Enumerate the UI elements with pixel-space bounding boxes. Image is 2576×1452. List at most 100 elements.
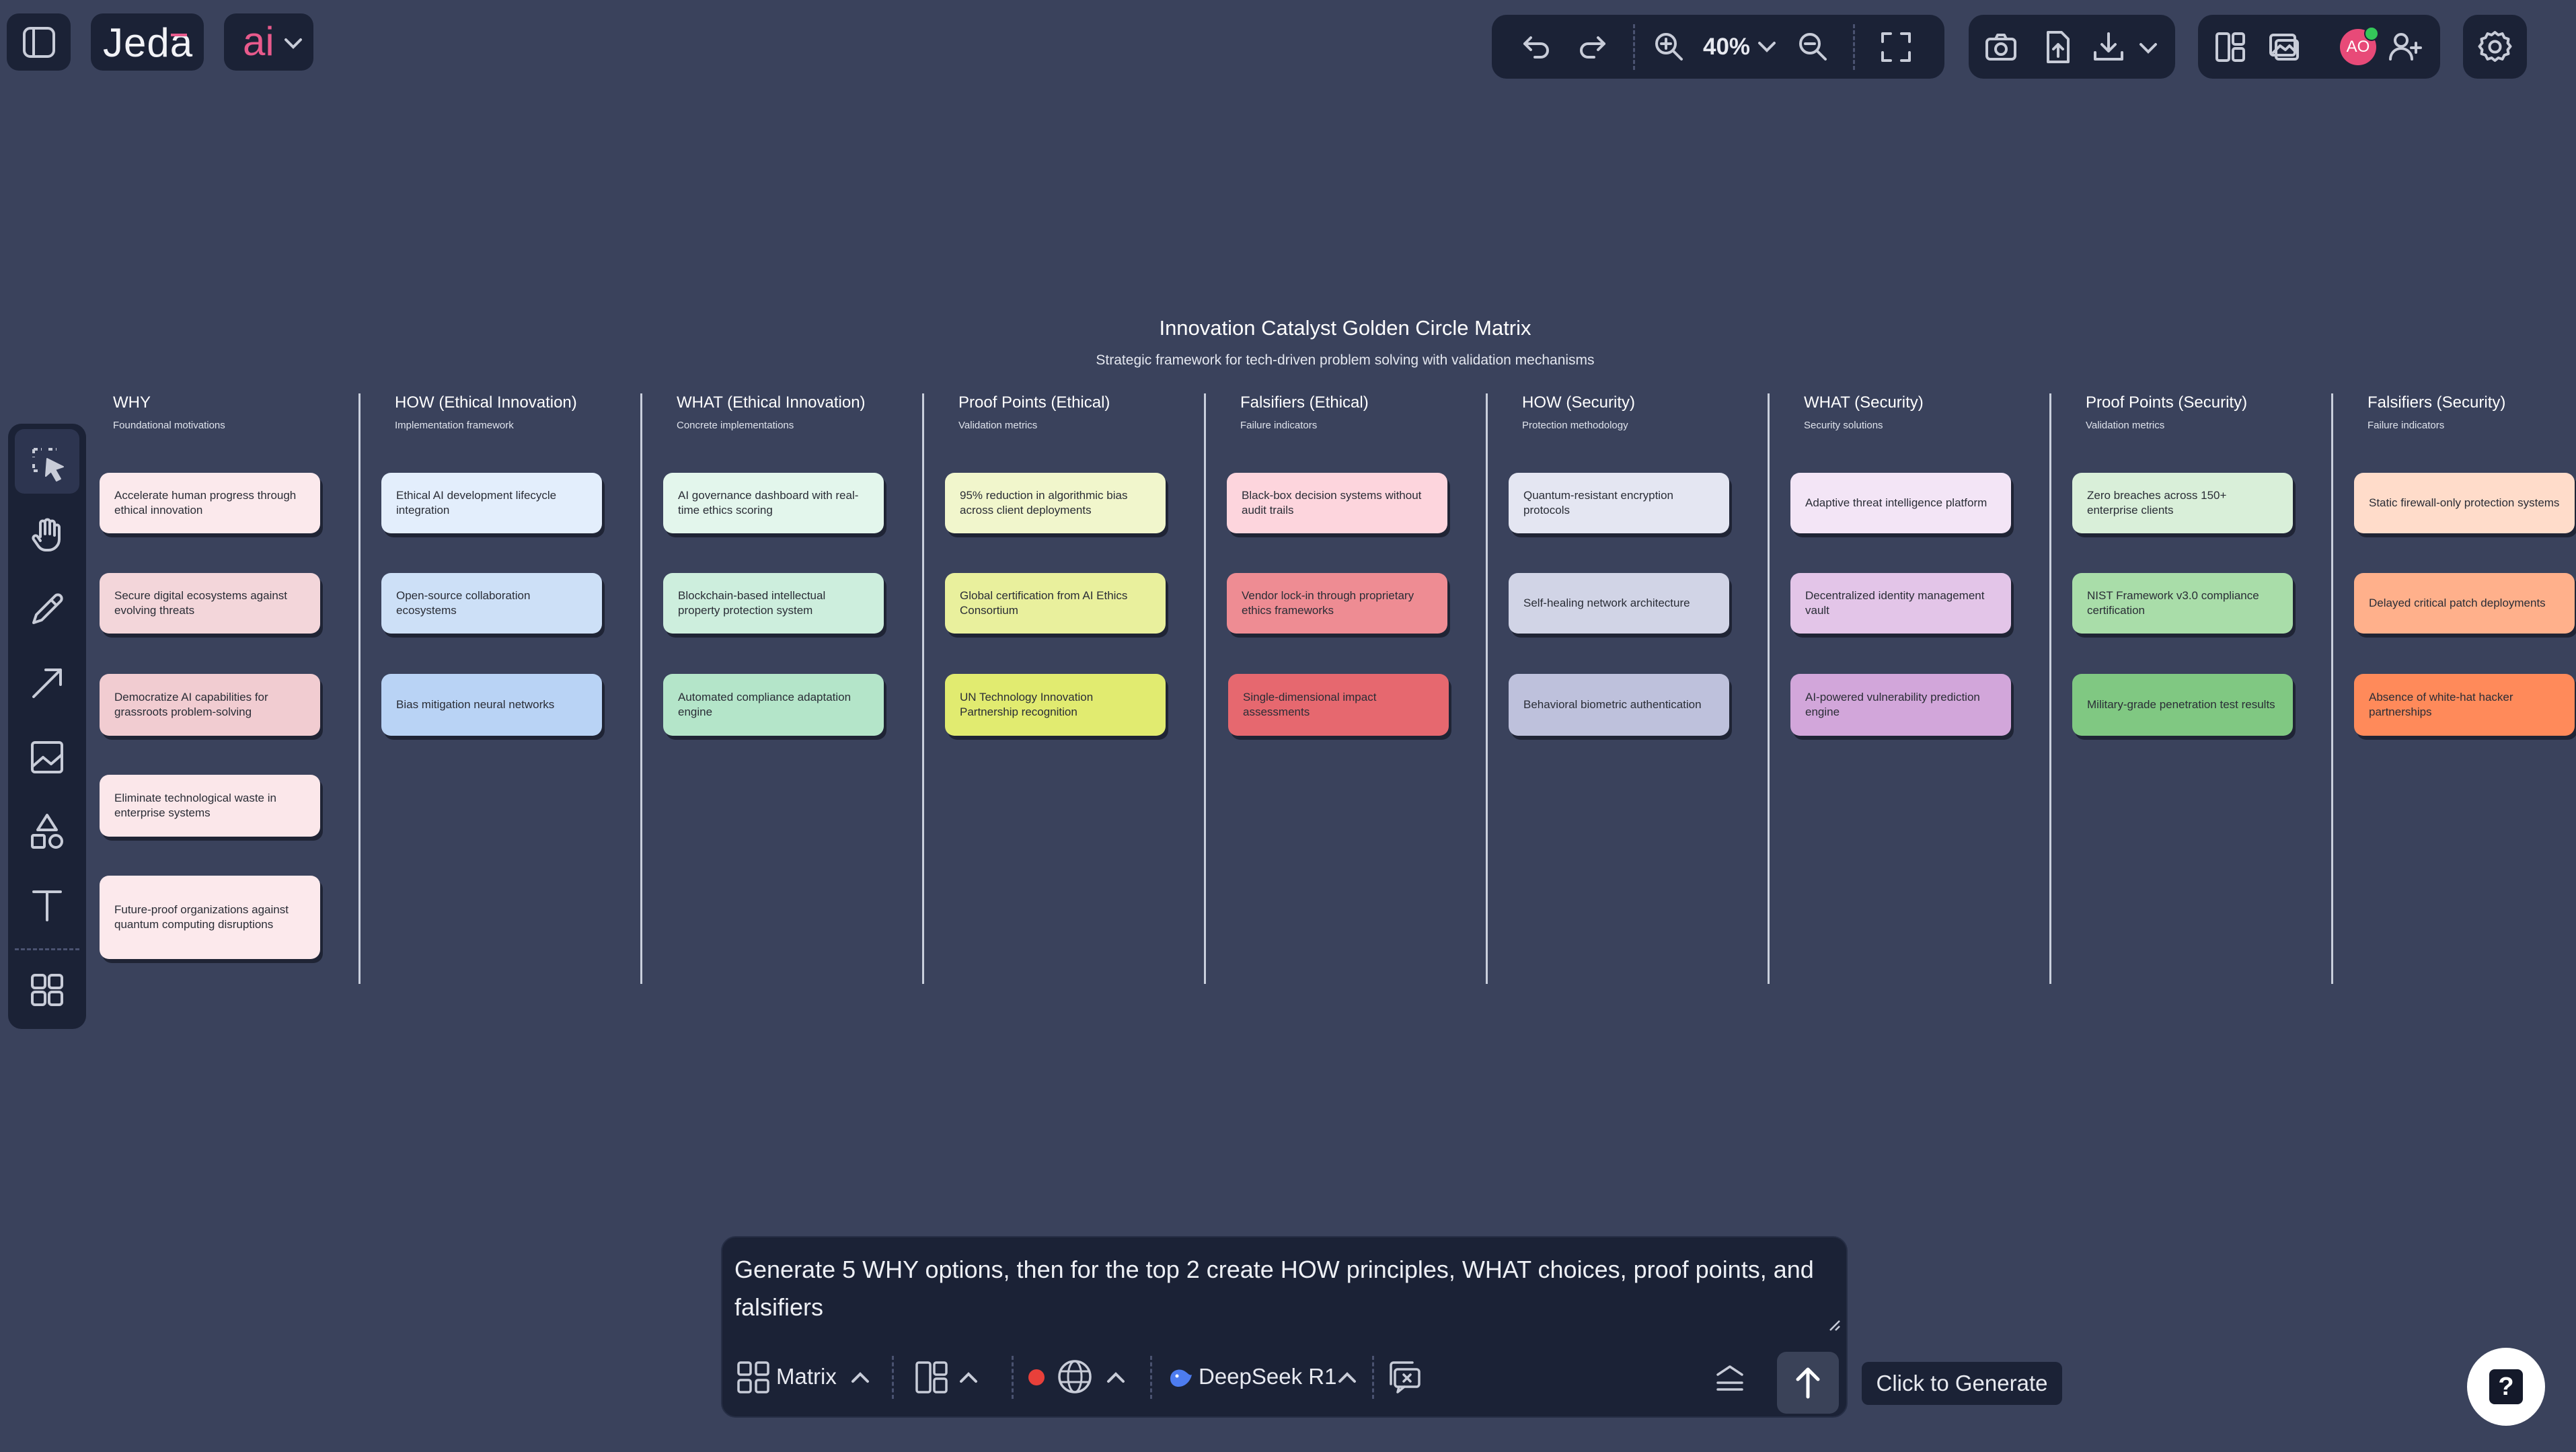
upload-button[interactable] bbox=[2040, 28, 2075, 66]
chevron-up-icon bbox=[1338, 1372, 1356, 1383]
sticky-note-card[interactable]: Accelerate human progress through ethica… bbox=[100, 473, 320, 533]
column-subheading: Concrete implementations bbox=[677, 420, 794, 431]
undo-button[interactable] bbox=[1520, 30, 1554, 63]
sticky-note-card[interactable]: Quantum-resistant encryption protocols bbox=[1509, 473, 1729, 533]
help-icon: ? bbox=[2489, 1369, 2523, 1404]
resize-handle-icon[interactable] bbox=[1826, 1317, 1842, 1333]
matrix-column: WHAT (Ethical Innovation)Concrete implem… bbox=[663, 393, 959, 985]
templates-button[interactable] bbox=[15, 958, 79, 1022]
sticky-note-card[interactable]: Bias mitigation neural networks bbox=[381, 674, 602, 736]
collapse-icon bbox=[1716, 1365, 1743, 1391]
shape-tool-button[interactable] bbox=[15, 799, 79, 864]
arrow-tool-button[interactable] bbox=[15, 651, 79, 716]
layout-dropdown[interactable] bbox=[914, 1357, 988, 1398]
collapse-prompt-button[interactable] bbox=[1711, 1359, 1749, 1396]
prompt-divider bbox=[1012, 1356, 1014, 1399]
sidebar-panel-icon bbox=[23, 27, 55, 58]
mode-label: Matrix bbox=[776, 1364, 837, 1389]
sticky-note-card[interactable]: Black-box decision systems without audit… bbox=[1227, 473, 1447, 533]
globe-www-icon bbox=[1058, 1360, 1092, 1393]
mode-dropdown[interactable]: Matrix bbox=[736, 1357, 870, 1398]
column-heading: HOW (Security) bbox=[1522, 393, 1635, 412]
sticky-note-card[interactable]: Single-dimensional impact assessments bbox=[1228, 674, 1449, 736]
matrix-column: HOW (Ethical Innovation)Implementation f… bbox=[381, 393, 677, 985]
media-library-button[interactable] bbox=[2267, 30, 2302, 65]
toolbar-divider bbox=[1853, 24, 1855, 70]
sticky-note-card[interactable]: Ethical AI development lifecycle integra… bbox=[381, 473, 602, 533]
column-divider bbox=[640, 393, 642, 984]
board-title: Innovation Catalyst Golden Circle Matrix bbox=[1159, 316, 1531, 340]
screenshot-button[interactable] bbox=[1983, 30, 2018, 65]
file-upload-icon bbox=[2047, 31, 2070, 63]
sticky-note-card[interactable]: Eliminate technological waste in enterpr… bbox=[100, 775, 320, 837]
sticky-note-card[interactable]: Zero breaches across 150+ enterprise cli… bbox=[2072, 473, 2293, 533]
clear-chat-button[interactable] bbox=[1386, 1357, 1426, 1398]
pencil-icon bbox=[32, 593, 63, 624]
sticky-note-card[interactable]: Self-healing network architecture bbox=[1509, 573, 1729, 634]
redo-icon bbox=[1580, 36, 1605, 59]
sidebar-toggle-button[interactable] bbox=[7, 13, 71, 71]
column-subheading: Protection methodology bbox=[1522, 420, 1628, 431]
sticky-note-card[interactable]: Secure digital ecosystems against evolvi… bbox=[100, 573, 320, 634]
sticky-note-card[interactable]: NIST Framework v3.0 compliance certifica… bbox=[2072, 573, 2293, 634]
layout-button[interactable] bbox=[2213, 30, 2248, 65]
sticky-note-card[interactable]: Adaptive threat intelligence platform bbox=[1790, 473, 2011, 533]
column-heading: HOW (Ethical Innovation) bbox=[395, 393, 577, 412]
sticky-note-card[interactable]: Absence of white-hat hacker partnerships bbox=[2354, 674, 2575, 736]
add-user-button[interactable] bbox=[2388, 30, 2424, 65]
sticky-note-card[interactable]: Automated compliance adaptation engine bbox=[663, 674, 884, 736]
generate-button[interactable] bbox=[1777, 1352, 1839, 1414]
download-button[interactable] bbox=[2090, 30, 2127, 65]
help-button[interactable]: ? bbox=[2467, 1348, 2545, 1426]
online-status-dot bbox=[2364, 26, 2379, 41]
hand-tool-button[interactable] bbox=[15, 502, 79, 566]
zoom-out-icon bbox=[1799, 33, 1827, 61]
zoom-level-dropdown[interactable]: 40% bbox=[1703, 30, 1777, 63]
sticky-note-card[interactable]: Decentralized identity management vault bbox=[1790, 573, 2011, 634]
deepseek-whale-icon bbox=[1170, 1369, 1192, 1387]
sticky-note-card[interactable]: Behavioral biometric authentication bbox=[1509, 674, 1729, 736]
prompt-input[interactable]: Generate 5 WHY options, then for the top… bbox=[734, 1256, 1814, 1321]
sticky-note-card[interactable]: UN Technology Innovation Partnership rec… bbox=[945, 674, 1166, 736]
sticky-note-card[interactable]: Static firewall-only protection systems bbox=[2354, 473, 2575, 533]
settings-button[interactable] bbox=[2463, 15, 2527, 79]
image-tool-button[interactable] bbox=[15, 725, 79, 790]
select-tool-button[interactable] bbox=[15, 429, 79, 494]
redo-button[interactable] bbox=[1575, 30, 1609, 63]
sticky-note-card[interactable]: 95% reduction in algorithmic bias across… bbox=[945, 473, 1166, 533]
sticky-note-card[interactable]: Delayed critical patch deployments bbox=[2354, 573, 2575, 634]
text-tool-button[interactable] bbox=[15, 873, 79, 938]
sticky-note-card[interactable]: AI-powered vulnerability prediction engi… bbox=[1790, 674, 2011, 736]
sticky-note-card[interactable]: Vendor lock-in through proprietary ethic… bbox=[1227, 573, 1447, 634]
sticky-note-card[interactable]: AI governance dashboard with real-time e… bbox=[663, 473, 884, 533]
zoom-out-button[interactable] bbox=[1796, 30, 1829, 63]
avatar[interactable]: AO bbox=[2340, 26, 2379, 65]
model-label: DeepSeek R1 bbox=[1199, 1364, 1337, 1389]
sticky-note-card[interactable]: Military-grade penetration test results bbox=[2072, 674, 2293, 736]
sticky-note-card[interactable]: Blockchain-based intellectual property p… bbox=[663, 573, 884, 634]
chevron-down-icon bbox=[285, 38, 302, 49]
sidebar-divider bbox=[15, 948, 79, 950]
sticky-note-card[interactable]: Global certification from AI Ethics Cons… bbox=[945, 573, 1166, 634]
download-icon bbox=[2094, 32, 2123, 61]
arrow-icon bbox=[32, 668, 62, 698]
web-search-dropdown[interactable] bbox=[1028, 1357, 1129, 1398]
model-dropdown[interactable]: DeepSeek R1 bbox=[1168, 1357, 1369, 1398]
prompt-divider bbox=[1150, 1356, 1152, 1399]
brand-accent-bar bbox=[171, 34, 187, 36]
column-heading: Proof Points (Security) bbox=[2086, 393, 2248, 412]
zoom-in-button[interactable] bbox=[1652, 30, 1685, 63]
sticky-note-card[interactable]: Open-source collaboration ecosystems bbox=[381, 573, 602, 634]
fit-screen-button[interactable] bbox=[1879, 30, 1914, 65]
sticky-note-card[interactable]: Future-proof organizations against quant… bbox=[100, 876, 320, 959]
chevron-down-icon[interactable] bbox=[2138, 42, 2158, 55]
zoom-level: 40% bbox=[1703, 34, 1751, 60]
sticky-note-card[interactable]: Democratize AI capabilities for grassroo… bbox=[100, 674, 320, 736]
pen-tool-button[interactable] bbox=[15, 577, 79, 642]
ai-menu-button[interactable]: ai bbox=[224, 13, 313, 71]
column-divider bbox=[1204, 393, 1206, 984]
prompt-divider bbox=[892, 1356, 894, 1399]
